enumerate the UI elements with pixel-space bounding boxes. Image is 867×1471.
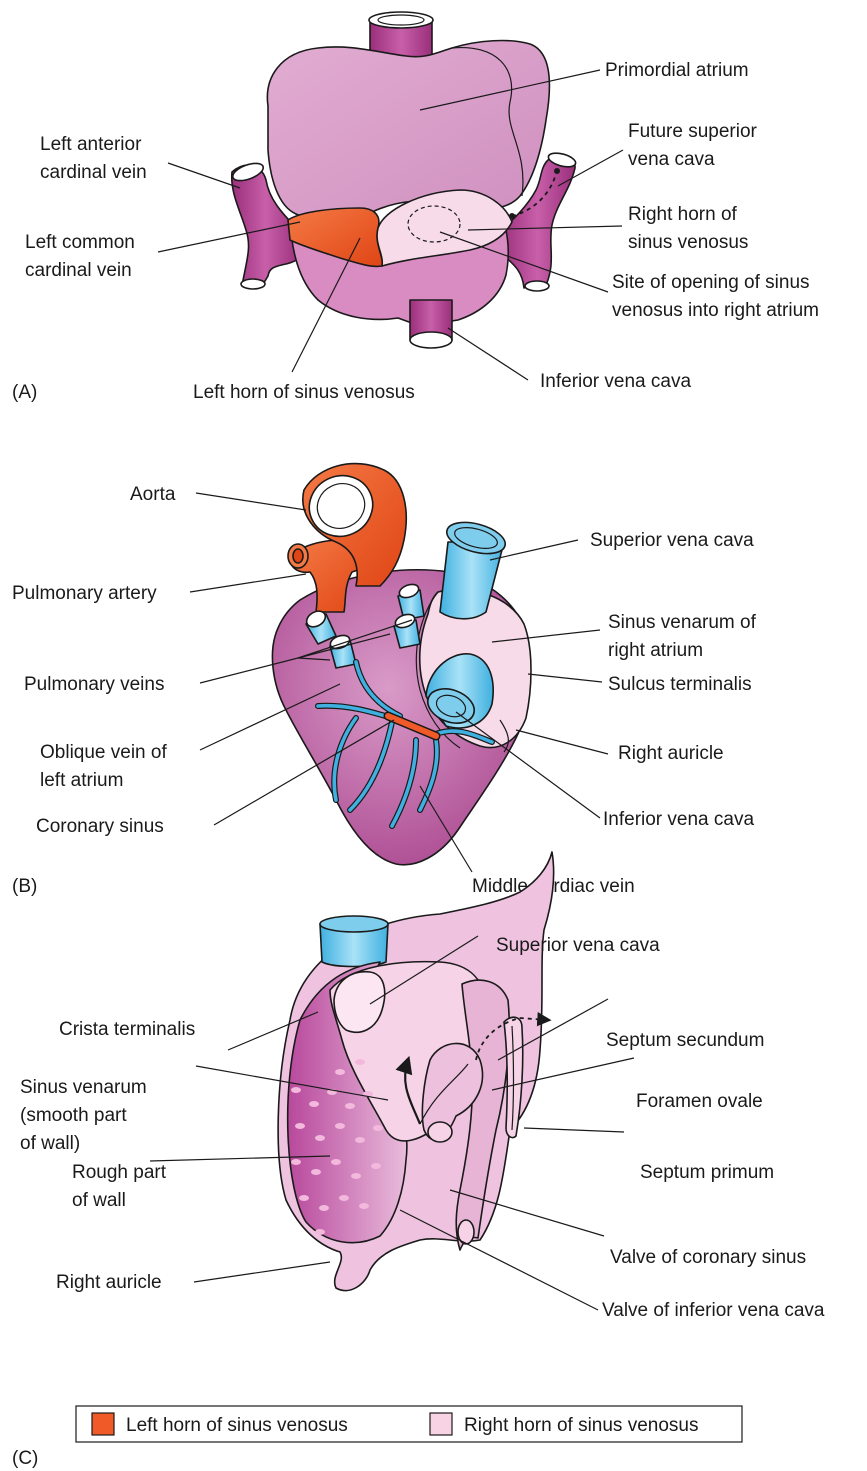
legend: Left horn of sinus venosus Right horn of… bbox=[76, 1406, 742, 1442]
label-pulmonary-artery: Pulmonary artery bbox=[12, 583, 157, 604]
label-primordial-atrium: Primordial atrium bbox=[605, 60, 749, 81]
label-svc-c: Superior vena cava bbox=[496, 935, 660, 956]
legend-swatch-left-horn bbox=[92, 1413, 114, 1435]
label-rough-part-1: Rough part bbox=[72, 1162, 167, 1183]
panel-c-letter: (C) bbox=[12, 1448, 38, 1469]
label-future-svc-1: Future superior bbox=[628, 121, 758, 142]
label-aorta: Aorta bbox=[130, 484, 176, 505]
label-site-opening-2: venosus into right atrium bbox=[612, 300, 819, 321]
label-sinus-venarum-1: Sinus venarum of bbox=[608, 612, 757, 633]
label-future-svc-2: vena cava bbox=[628, 149, 715, 170]
label-sinus-venarum-c-3: of wall) bbox=[20, 1133, 80, 1154]
panel-b-letter: (B) bbox=[12, 876, 37, 897]
panel-b: (B) Aorta Superior vena cava Pulmonary a… bbox=[12, 464, 757, 897]
label-left-anterior-cardinal-2: cardinal vein bbox=[40, 162, 147, 183]
legend-label-right-horn: Right horn of sinus venosus bbox=[464, 1415, 698, 1436]
panel-a-letter: (A) bbox=[12, 382, 37, 403]
panel-a: (A) Primordial atrium Left anterior card… bbox=[12, 12, 819, 403]
legend-swatch-right-horn bbox=[430, 1413, 452, 1435]
label-left-common-cardinal-1: Left common bbox=[25, 232, 135, 253]
label-pulmonary-veins: Pulmonary veins bbox=[24, 674, 164, 695]
label-oblique-vein-2: left atrium bbox=[40, 770, 123, 791]
label-crista-terminalis: Crista terminalis bbox=[59, 1019, 195, 1040]
label-septum-primum: Septum primum bbox=[640, 1162, 774, 1183]
label-valve-coronary-sinus: Valve of coronary sinus bbox=[610, 1247, 806, 1268]
panel-c: Superior vena cava Crista terminalis Sep… bbox=[12, 852, 825, 1469]
label-left-common-cardinal-2: cardinal vein bbox=[25, 260, 132, 281]
label-sinus-venarum-c-1: Sinus venarum bbox=[20, 1077, 147, 1098]
label-site-opening-1: Site of opening of sinus bbox=[612, 272, 810, 293]
label-rough-part-2: of wall bbox=[72, 1190, 126, 1211]
label-foramen-ovale: Foramen ovale bbox=[636, 1091, 763, 1112]
label-inferior-vena-cava-a: Inferior vena cava bbox=[540, 371, 691, 392]
label-sinus-venarum-2: right atrium bbox=[608, 640, 703, 661]
label-sinus-venarum-c-2: (smooth part bbox=[20, 1105, 127, 1126]
label-oblique-vein-1: Oblique vein of bbox=[40, 742, 167, 763]
label-sulcus-terminalis: Sulcus terminalis bbox=[608, 674, 752, 695]
legend-label-left-horn: Left horn of sinus venosus bbox=[126, 1415, 348, 1436]
primordial-atrium bbox=[267, 41, 549, 222]
label-right-auricle-b: Right auricle bbox=[618, 743, 724, 764]
label-svc-b: Superior vena cava bbox=[590, 530, 754, 551]
label-valve-ivc: Valve of inferior vena cava bbox=[602, 1300, 825, 1321]
label-right-auricle-c: Right auricle bbox=[56, 1272, 162, 1293]
label-right-horn-1: Right horn of bbox=[628, 204, 738, 225]
label-left-anterior-cardinal-1: Left anterior bbox=[40, 134, 142, 155]
label-ivc-b: Inferior vena cava bbox=[603, 809, 754, 830]
label-septum-secundum: Septum secundum bbox=[606, 1030, 764, 1051]
label-coronary-sinus: Coronary sinus bbox=[36, 816, 164, 837]
label-right-horn-2: sinus venosus bbox=[628, 232, 748, 253]
label-left-horn: Left horn of sinus venosus bbox=[193, 382, 415, 403]
